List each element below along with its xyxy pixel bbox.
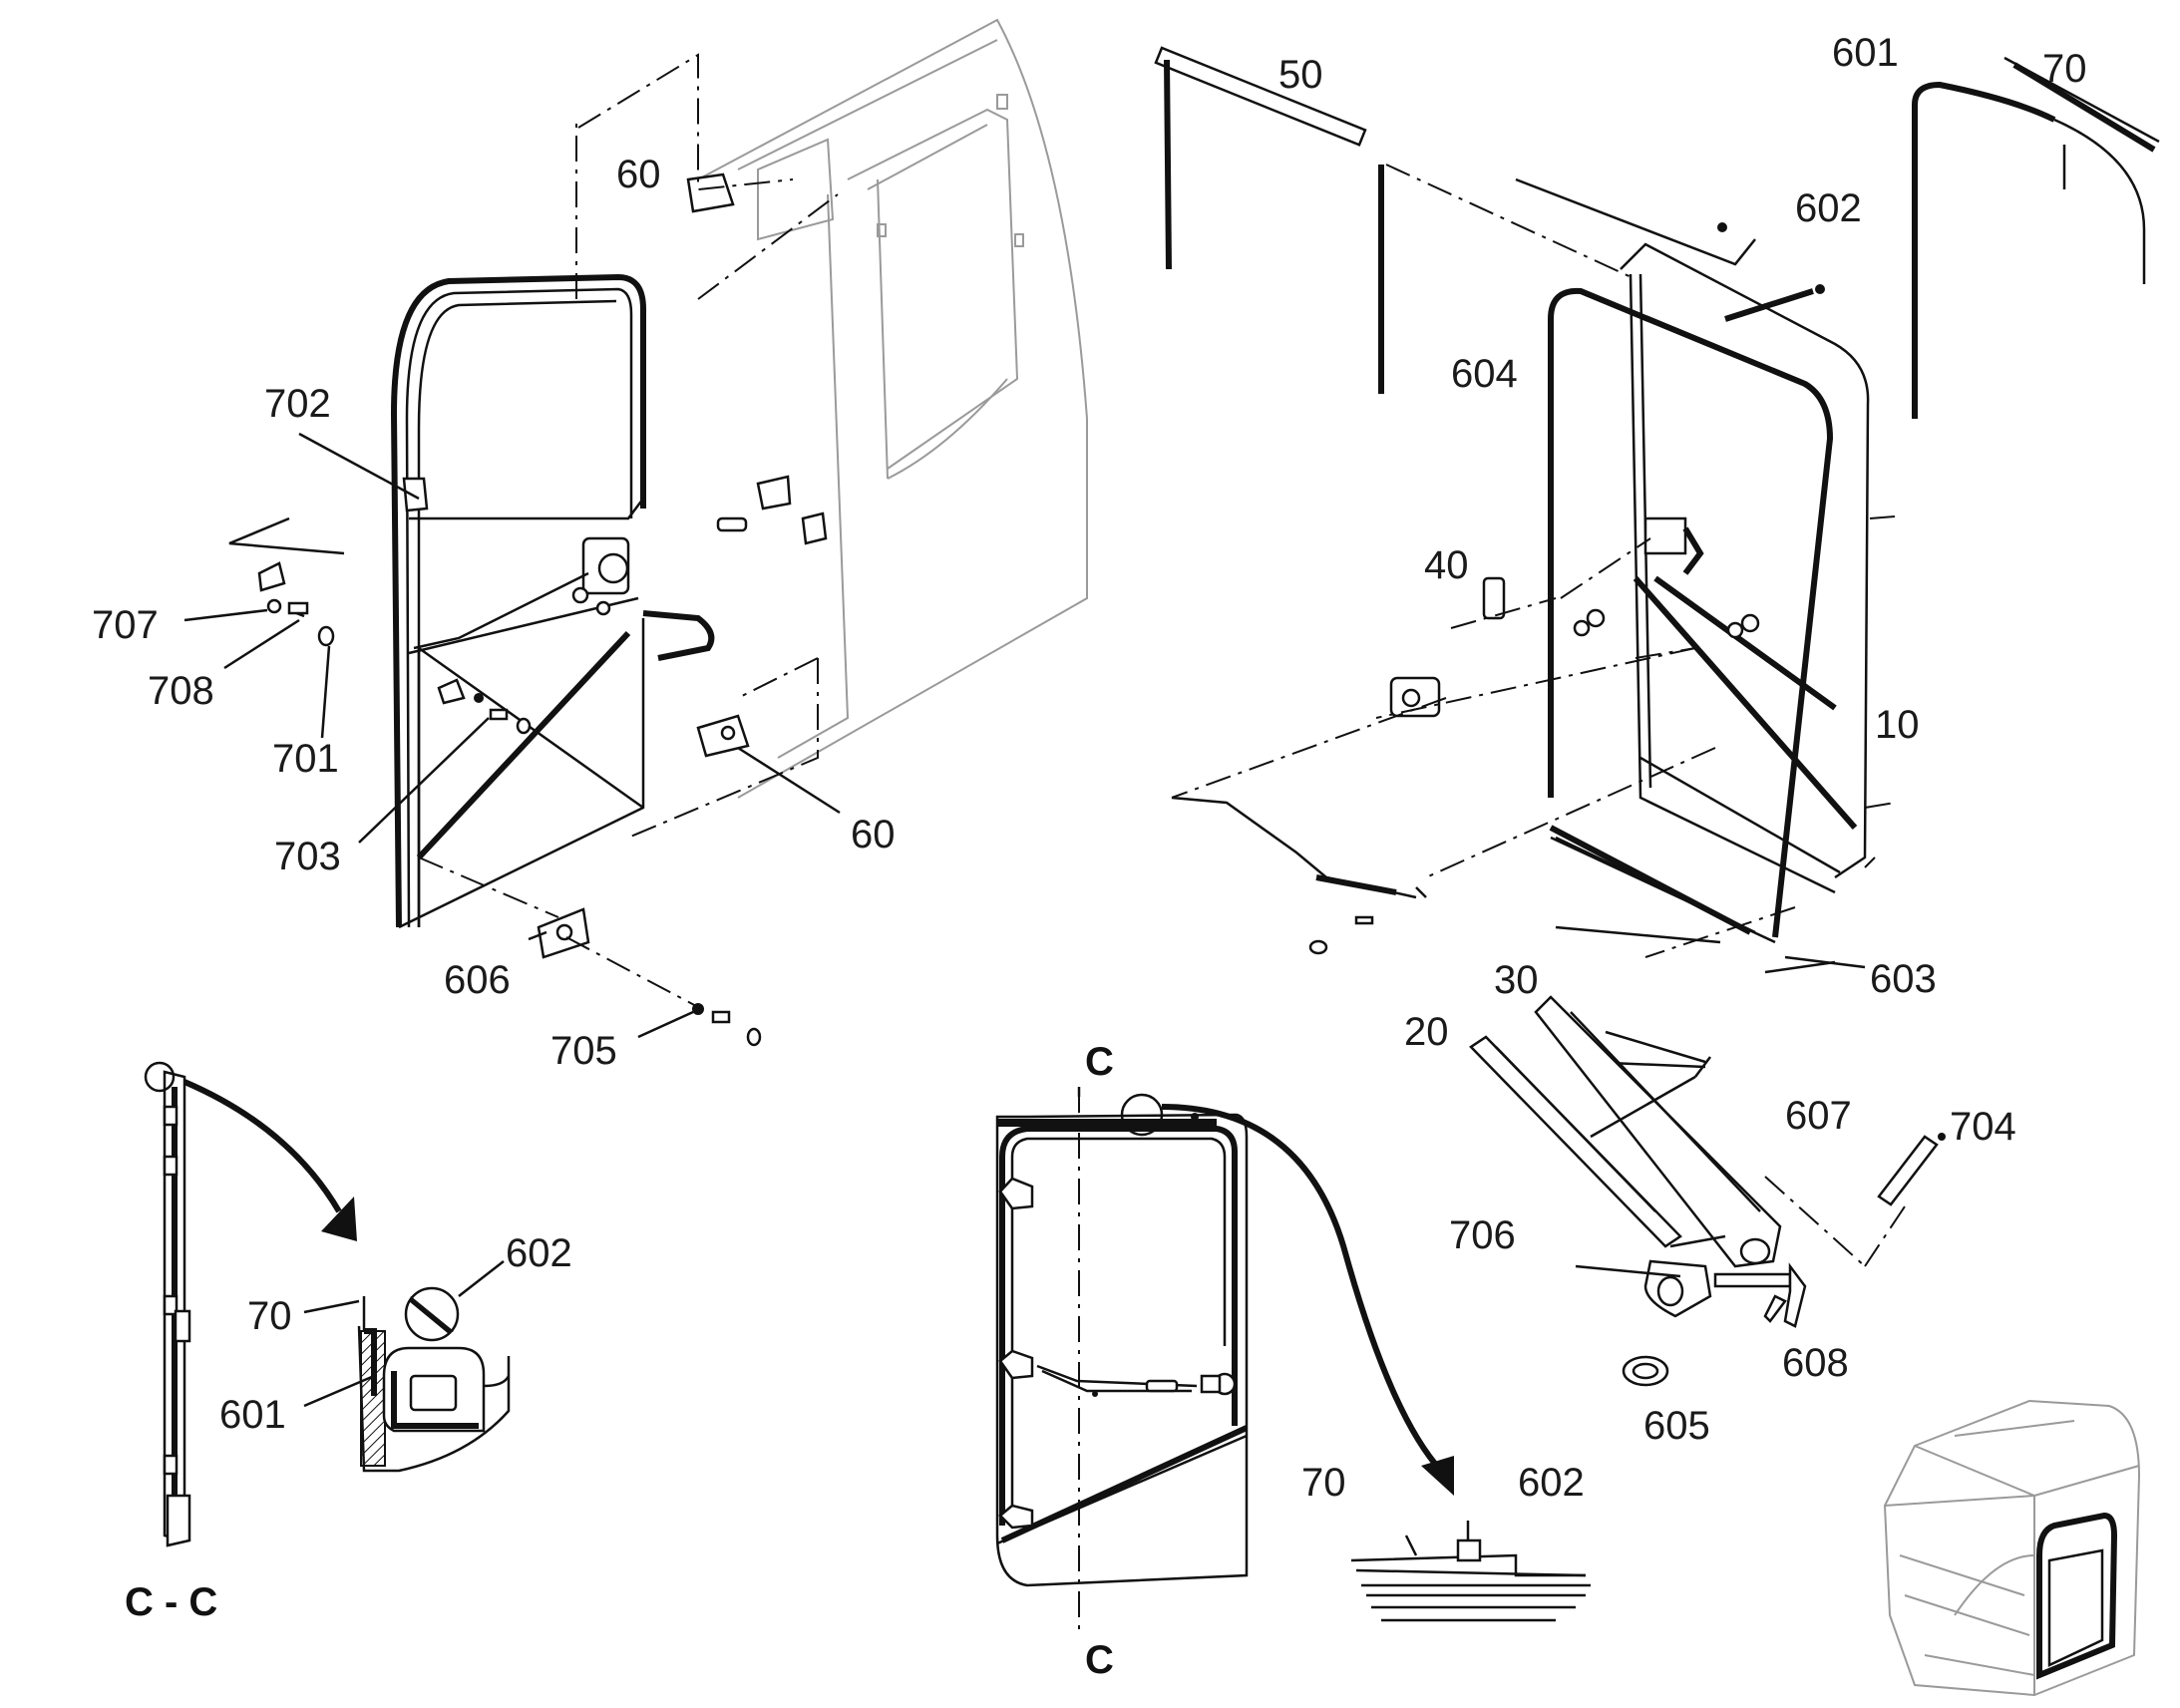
section-mark-bottom: C [1085, 1638, 1114, 1682]
label-703: 703 [274, 835, 341, 878]
label-607: 607 [1785, 1094, 1852, 1138]
label-608: 608 [1782, 1341, 1849, 1385]
striker-plates [437, 172, 828, 758]
roller-blind-50 [1154, 46, 1384, 394]
part-number-labels: 50 601 70 60 602 604 702 40 707 708 701 … [92, 31, 2087, 1505]
label-70-top: 70 [2042, 47, 2087, 91]
label-601-top: 601 [1832, 31, 1899, 75]
window-seal-601-70 [1912, 56, 2160, 419]
seal-detail-70-602 [1350, 1521, 1591, 1622]
label-604: 604 [1451, 352, 1518, 396]
label-702: 702 [264, 382, 331, 426]
label-50: 50 [1278, 53, 1323, 97]
leader-lines-left [183, 53, 841, 1039]
label-60-upper: 60 [616, 153, 661, 196]
label-605: 605 [1643, 1404, 1710, 1448]
label-60-lower: 60 [851, 813, 896, 856]
glazing-strips-20-30 [1469, 995, 1782, 1268]
label-70-detail: 70 [247, 1294, 292, 1338]
label-10: 10 [1875, 703, 1920, 747]
label-20: 20 [1404, 1010, 1449, 1054]
label-30: 30 [1494, 958, 1539, 1002]
label-705: 705 [550, 1029, 617, 1073]
label-704: 704 [1950, 1105, 2016, 1149]
door-frame-left [390, 273, 646, 929]
seal-strip-603 [1549, 825, 1866, 969]
label-707: 707 [92, 603, 159, 647]
label-602-bottom: 602 [1518, 1461, 1585, 1505]
label-602-detail: 602 [506, 1231, 572, 1275]
label-708: 708 [148, 669, 214, 713]
door-frame-right [1548, 222, 1870, 938]
leader-lines-right [1171, 145, 2066, 1069]
label-602-top: 602 [1795, 186, 1862, 230]
hinge-bracket-lower [537, 907, 762, 1047]
label-706: 706 [1449, 1213, 1516, 1257]
section-cc-detail [303, 1260, 511, 1473]
hinge-bracket-upper [257, 477, 429, 647]
label-606: 606 [444, 958, 511, 1002]
label-701: 701 [272, 737, 339, 781]
section-mark-top: C [1085, 1040, 1114, 1084]
section-cut-line [1077, 1087, 1454, 1635]
label-70-bottom: 70 [1301, 1461, 1346, 1505]
section-labels: C C C - C [125, 1040, 1114, 1682]
label-40: 40 [1424, 543, 1469, 587]
seal-cartridge-605-608 [1575, 1133, 1946, 1387]
section-title: C - C [125, 1580, 217, 1624]
label-603: 603 [1870, 957, 1937, 1001]
cab-thumbnail [1883, 1399, 2141, 1697]
label-601-detail: 601 [219, 1393, 286, 1437]
section-cc-profile [144, 1061, 357, 1547]
cab-side-panel-outline [697, 18, 1088, 799]
door-elevation [995, 1113, 1249, 1587]
door-latch-handle [413, 536, 715, 661]
latch-mechanism-40 [1171, 516, 1760, 955]
